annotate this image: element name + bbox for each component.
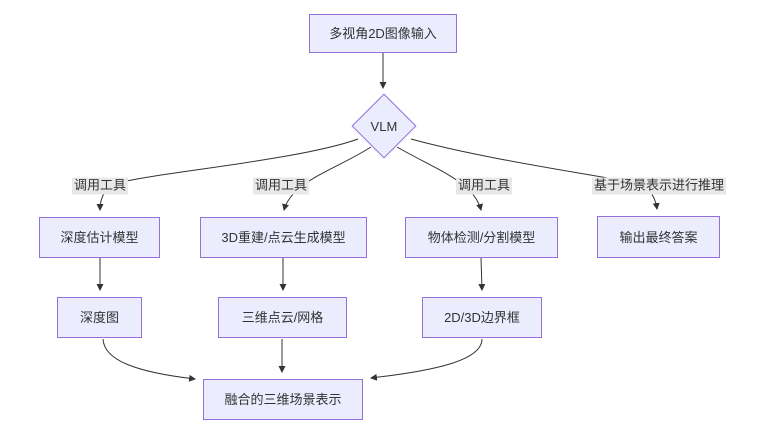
edge-label-call-tool-3-text: 调用工具 bbox=[457, 177, 511, 193]
node-fused-3d-scene-representation-label: 融合的三维场景表示 bbox=[224, 392, 342, 407]
edge-detect-model-to-bbox bbox=[478, 257, 486, 292]
node-3d-reconstruction-model: 3D重建/点云生成模型 bbox=[200, 217, 367, 258]
edge-vlm-to-answer bbox=[410, 138, 660, 211]
node-multiview-2d-input: 多视角2D图像输入 bbox=[309, 14, 457, 53]
node-depth-map-label: 深度图 bbox=[79, 310, 119, 325]
edge-label-call-tool-3: 调用工具 bbox=[455, 177, 513, 195]
node-point-cloud-mesh-label: 三维点云/网格 bbox=[241, 310, 324, 325]
node-fused-3d-scene-representation: 融合的三维场景表示 bbox=[203, 379, 363, 420]
edge-label-reason-on-scene-text: 基于场景表示进行推理 bbox=[593, 177, 725, 193]
node-depth-map: 深度图 bbox=[57, 297, 142, 338]
edge-vlm-to-depth-model bbox=[96, 138, 359, 212]
edge-label-reason-on-scene: 基于场景表示进行推理 bbox=[591, 177, 727, 195]
node-2d-3d-bounding-box: 2D/3D边界框 bbox=[422, 297, 542, 338]
node-vlm-label: VLM bbox=[370, 118, 398, 134]
node-detection-segmentation-model: 物体检测/分割模型 bbox=[405, 217, 558, 258]
node-final-answer: 输出最终答案 bbox=[597, 216, 720, 258]
edge-label-call-tool-2: 调用工具 bbox=[252, 177, 310, 195]
node-vlm: VLM bbox=[351, 93, 417, 159]
node-depth-estimation-model-label: 深度估计模型 bbox=[60, 230, 139, 245]
node-point-cloud-mesh: 三维点云/网格 bbox=[218, 297, 347, 338]
edge-bbox-to-fused bbox=[369, 338, 483, 381]
node-3d-reconstruction-model-label: 3D重建/点云生成模型 bbox=[221, 230, 346, 245]
node-final-answer-label: 输出最终答案 bbox=[619, 229, 698, 245]
edge-label-call-tool-2-text: 调用工具 bbox=[254, 177, 308, 193]
edge-label-call-tool-1-text: 调用工具 bbox=[73, 177, 127, 193]
edge-label-call-tool-1: 调用工具 bbox=[71, 177, 129, 195]
node-multiview-2d-input-label: 多视角2D图像输入 bbox=[329, 26, 437, 41]
edge-depth-map-to-fused bbox=[102, 338, 197, 382]
node-depth-estimation-model: 深度估计模型 bbox=[39, 217, 160, 258]
node-2d-3d-bounding-box-label: 2D/3D边界框 bbox=[444, 310, 520, 325]
node-detection-segmentation-model-label: 物体检测/分割模型 bbox=[427, 230, 536, 245]
